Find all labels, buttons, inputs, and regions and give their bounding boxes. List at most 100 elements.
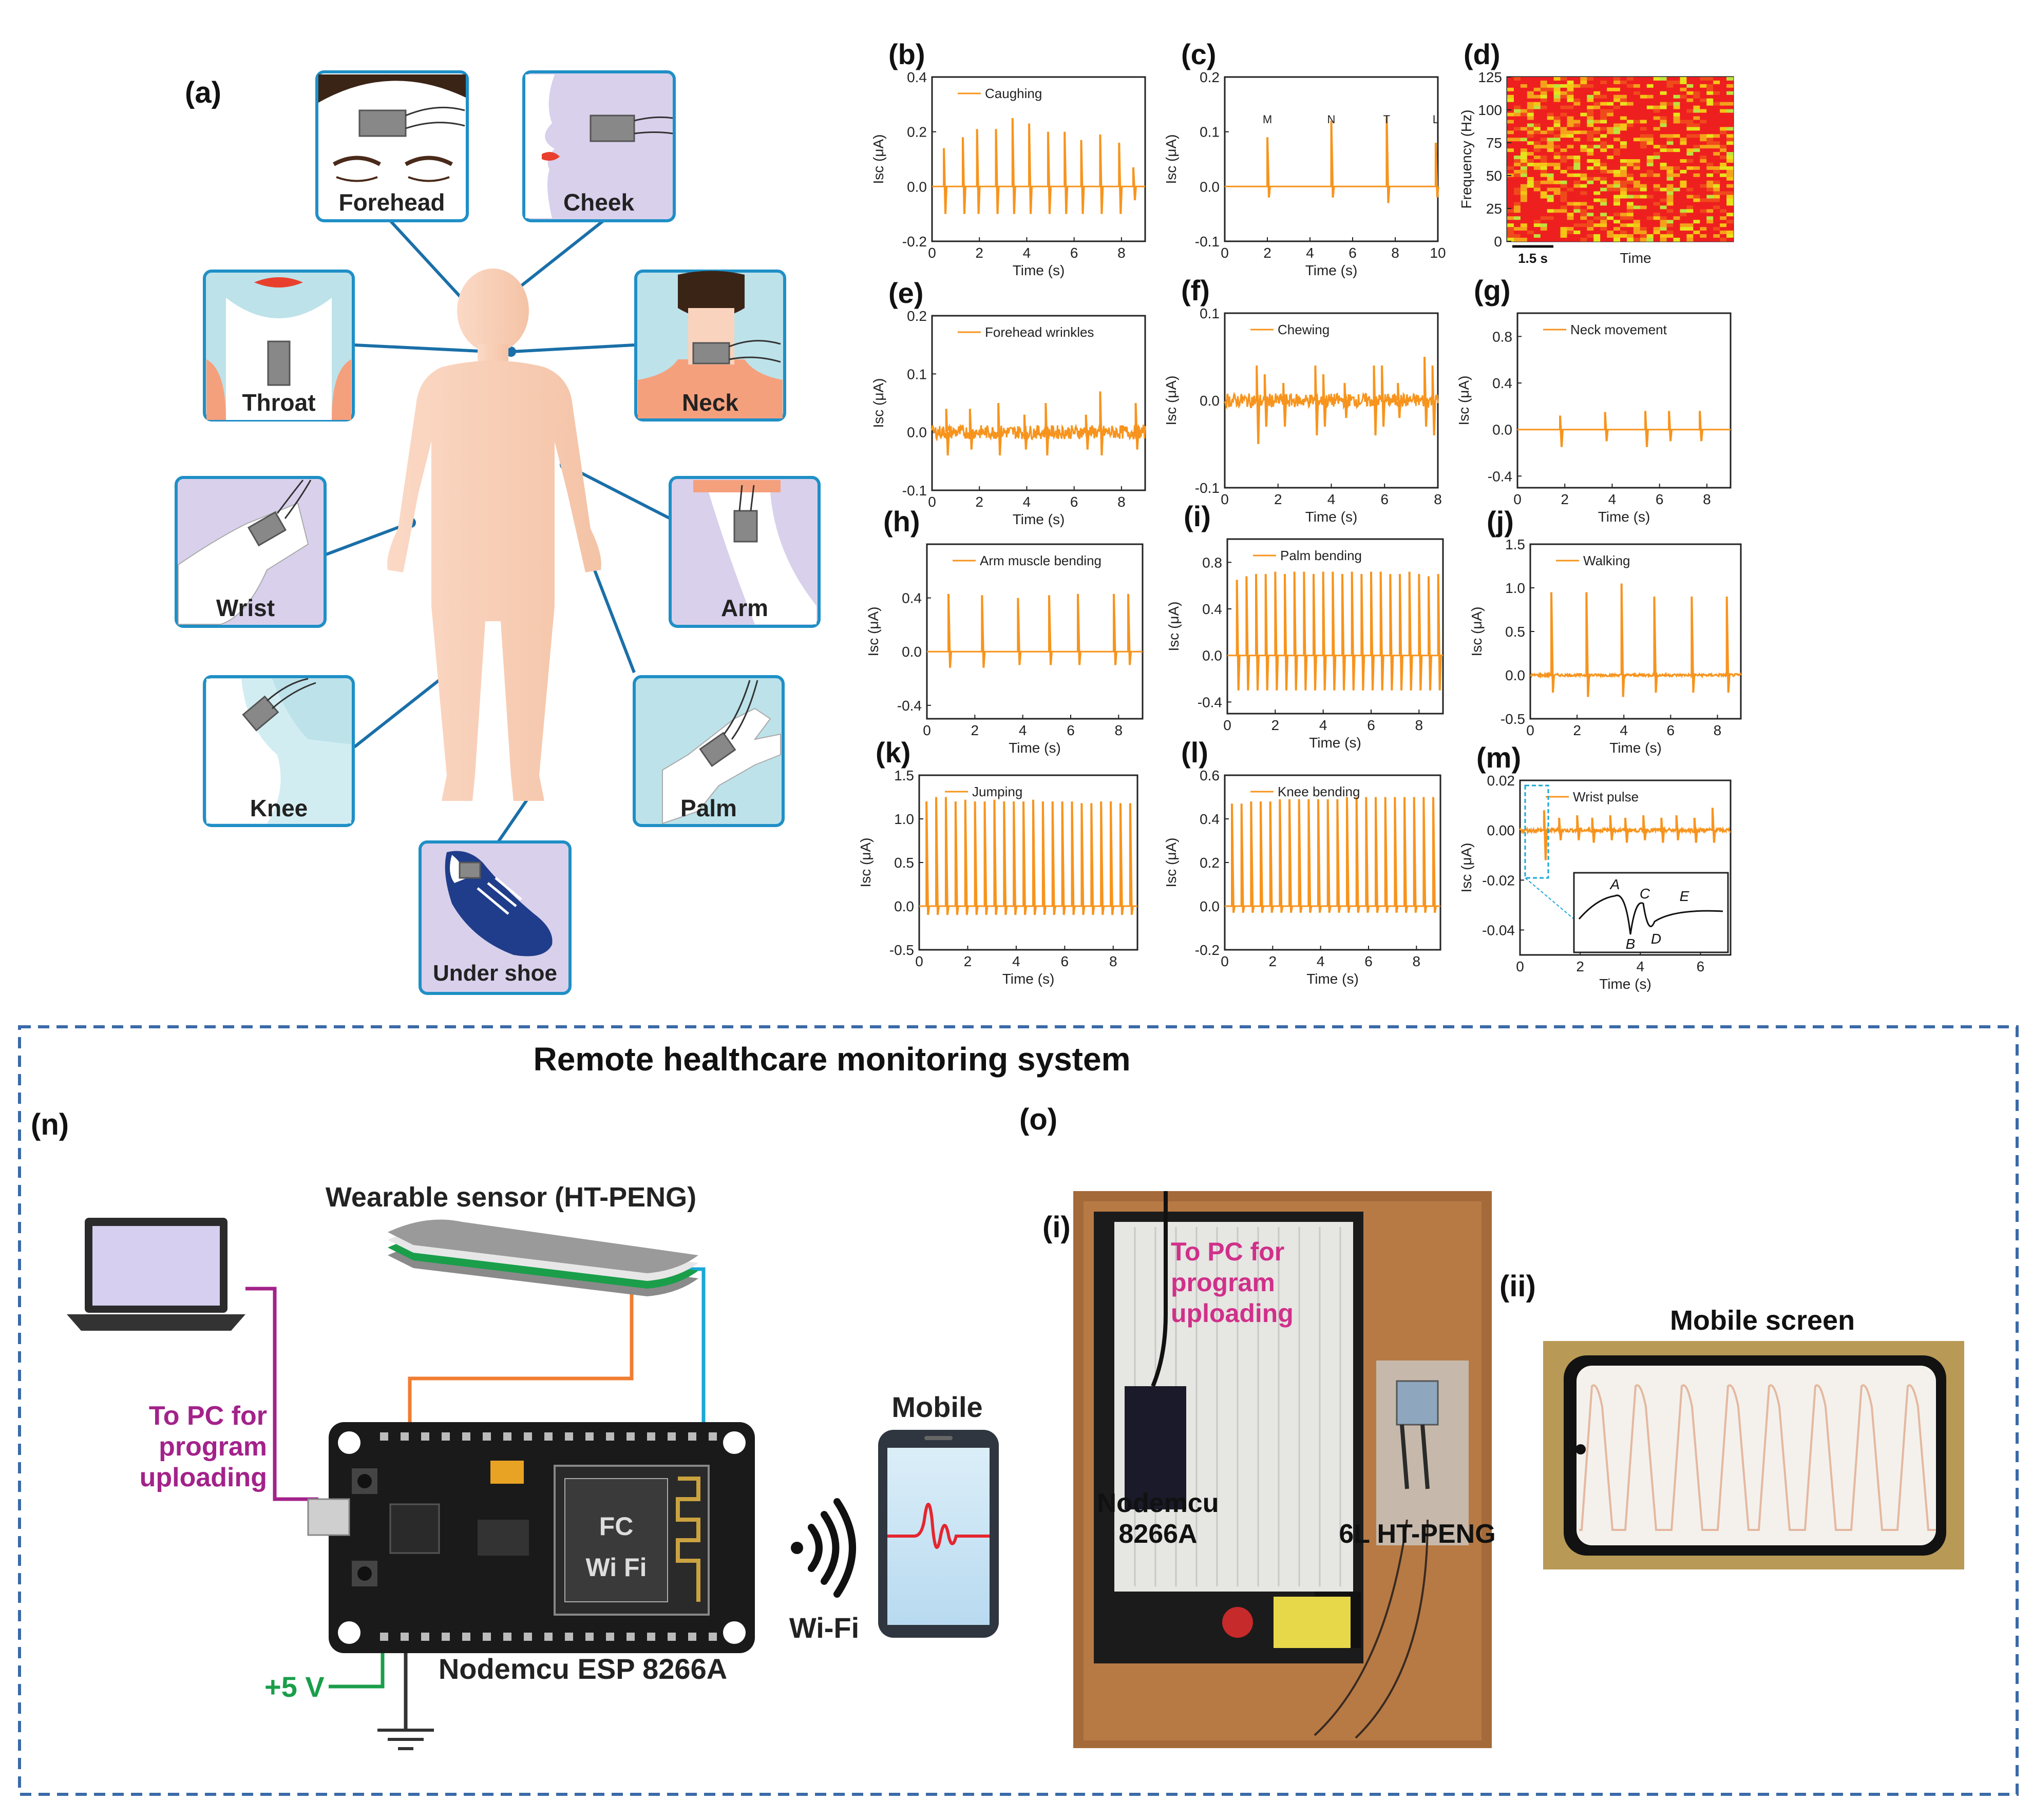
- heatmap-cell: [1547, 120, 1554, 124]
- x-tick-label: 8: [1115, 722, 1123, 738]
- heatmap-cell: [1513, 205, 1521, 209]
- heatmap-cell: [1613, 156, 1621, 160]
- heatmap-cell: [1693, 195, 1700, 199]
- heatmap-cell: [1726, 94, 1734, 99]
- heatmap-cell: [1513, 116, 1521, 121]
- heatmap-cell: [1587, 98, 1594, 103]
- heatmap-cell: [1660, 184, 1667, 188]
- heatmap-cell: [1533, 205, 1541, 209]
- heatmap-cell: [1686, 77, 1694, 81]
- heatmap-cell: [1533, 127, 1541, 131]
- heatmap-cell: [1587, 148, 1594, 152]
- heatmap-cell: [1593, 159, 1601, 163]
- heatmap-cell: [1607, 195, 1614, 199]
- heatmap-cell: [1680, 123, 1687, 127]
- heatmap-cell: [1686, 220, 1694, 224]
- heatmap-cell: [1686, 223, 1694, 227]
- signal-peak: [1343, 382, 1349, 418]
- heatmap-cell: [1593, 152, 1601, 156]
- heatmap-cell: [1620, 148, 1627, 152]
- heatmap-cell: [1666, 156, 1674, 160]
- heatmap-cell: [1713, 84, 1720, 88]
- heatmap-cell: [1587, 105, 1594, 110]
- heatmap-cell: [1587, 94, 1594, 99]
- x-axis-label: Time (s): [1305, 509, 1358, 525]
- heatmap-cell: [1726, 120, 1734, 124]
- heatmap-cell: [1660, 213, 1667, 217]
- heatmap-cell: [1520, 145, 1528, 149]
- heatmap-cell: [1666, 209, 1674, 213]
- heatmap-cell: [1553, 177, 1561, 181]
- signal-peak: [1653, 596, 1658, 693]
- heatmap-cell: [1527, 234, 1534, 238]
- heatmap-cell: [1553, 227, 1561, 231]
- heatmap-cell: [1680, 187, 1687, 192]
- heatmap-cell: [1686, 145, 1694, 149]
- heatmap-cell: [1540, 145, 1548, 149]
- heatmap-cell: [1720, 234, 1727, 238]
- heatmap-cell: [1673, 184, 1681, 188]
- heatmap-cell: [1607, 84, 1614, 88]
- heatmap-cell: [1513, 98, 1521, 103]
- signal-peak: [1129, 803, 1134, 915]
- signal-peak: [1375, 797, 1379, 913]
- signal-peak: [1303, 571, 1308, 691]
- heatmap-cell: [1706, 180, 1714, 185]
- heatmap-cell: [1673, 98, 1681, 103]
- heatmap-cell: [1660, 112, 1667, 117]
- signal-peak: [1260, 801, 1264, 913]
- heatmap-cell: [1680, 87, 1687, 92]
- heatmap-cell: [1640, 191, 1647, 196]
- heatmap-cell: [1507, 156, 1514, 160]
- heatmap-cell: [1686, 127, 1694, 131]
- heatmap-cell: [1713, 77, 1720, 81]
- heatmap-cell: [1580, 102, 1587, 106]
- heatmap-cell: [1567, 173, 1574, 178]
- heatmap-cell: [1653, 80, 1661, 85]
- heatmap-cell: [1700, 187, 1707, 192]
- heatmap-cell: [1520, 77, 1528, 81]
- heatmap-cell: [1713, 238, 1720, 242]
- heatmap-cell: [1580, 84, 1587, 88]
- heatmap-cell: [1673, 77, 1681, 81]
- heatmap-cell: [1613, 191, 1621, 196]
- heatmap-cell: [1693, 213, 1700, 217]
- heatmap-cell: [1560, 198, 1568, 203]
- heatmap-cell: [1527, 231, 1534, 235]
- heatmap-cell: [1706, 91, 1714, 95]
- heatmap-cell: [1507, 184, 1514, 188]
- heatmap-cell: [1593, 169, 1601, 174]
- heatmap-cell: [1527, 116, 1534, 121]
- heatmap-cell: [1713, 156, 1720, 160]
- heatmap-cell: [1686, 84, 1694, 88]
- heatmap-cell: [1640, 195, 1647, 199]
- signal-peak: [1351, 571, 1356, 691]
- heatmap-cell: [1540, 220, 1548, 224]
- heatmap-cell: [1640, 148, 1647, 152]
- heatmap-cell: [1573, 166, 1581, 170]
- x-tick-label: 0: [1526, 722, 1534, 738]
- heatmap-cell: [1607, 152, 1614, 156]
- heatmap-cell: [1573, 77, 1581, 81]
- heatmap-cell: [1673, 105, 1681, 110]
- series-baseline: [1530, 671, 1742, 679]
- heatmap-cell: [1607, 205, 1614, 209]
- heatmap-cell: [1560, 180, 1568, 185]
- heatmap-cell: [1626, 173, 1634, 178]
- heatmap-cell: [1726, 145, 1734, 149]
- heatmap-cell: [1726, 173, 1734, 178]
- signal-peak: [1118, 142, 1123, 214]
- heatmap-cell: [1567, 198, 1574, 203]
- heatmap-cell: [1580, 145, 1587, 149]
- heatmap-cell: [1626, 162, 1634, 167]
- heatmap-cell: [1520, 120, 1528, 124]
- heatmap-cell: [1573, 184, 1581, 188]
- heatmap-cell: [1700, 169, 1707, 174]
- heatmap-cell: [1513, 180, 1521, 185]
- heatmap-cell: [1607, 223, 1614, 227]
- heatmap-cell: [1620, 166, 1627, 170]
- site-knee: Knee: [203, 675, 355, 827]
- heatmap-cell: [1573, 216, 1581, 220]
- heatmap-cell: [1673, 220, 1681, 224]
